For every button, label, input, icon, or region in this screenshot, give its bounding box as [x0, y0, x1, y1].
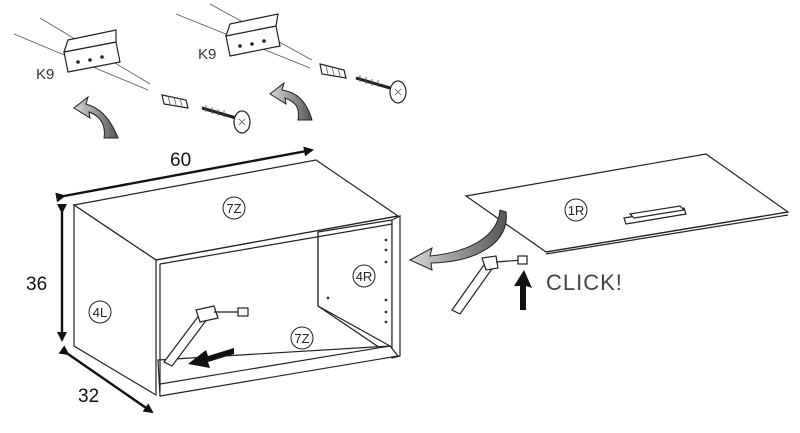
door-panel: 1R: [464, 153, 790, 255]
hinge-icon: [163, 305, 249, 367]
push-arrow-icon: [188, 348, 234, 368]
wall-bracket-2: K9: [175, 3, 313, 69]
dimension-height: 36: [26, 204, 67, 342]
dowel-icon: [161, 94, 189, 109]
part-label-top: 7Z: [226, 201, 241, 216]
hinge-icon: [451, 255, 528, 315]
bracket-label-2: K9: [198, 46, 216, 63]
up-arrow-icon: [514, 270, 532, 310]
dowel-icon: [319, 63, 347, 79]
part-label-door: 1R: [568, 203, 585, 218]
dimension-width: 60: [55, 146, 314, 203]
dimension-depth: 32: [58, 345, 154, 414]
dimension-width-label: 60: [170, 150, 191, 171]
cabinet: 7Z 4R 4L 7Z: [72, 159, 401, 397]
curved-arrow-icon: [269, 81, 313, 121]
part-label-left: 4L: [93, 305, 107, 320]
curved-arrow-icon: [408, 209, 507, 271]
screw-icon: [201, 105, 251, 134]
handle-icon: [623, 205, 687, 225]
dimension-height-label: 36: [26, 274, 47, 295]
part-label-bottom: 7Z: [294, 331, 309, 346]
screw-icon: [355, 75, 407, 104]
part-label-right: 4R: [356, 269, 373, 284]
click-text: CLICK!: [546, 270, 623, 295]
dimension-depth-label: 32: [78, 386, 99, 407]
curved-arrow-icon: [73, 95, 119, 139]
wall-bracket-1: K9: [13, 17, 151, 91]
bracket-label-1: K9: [36, 66, 54, 83]
